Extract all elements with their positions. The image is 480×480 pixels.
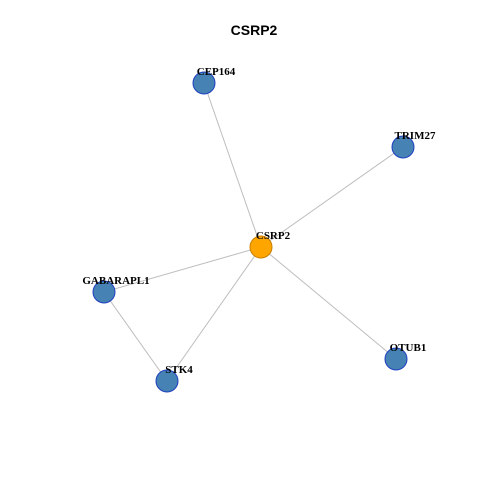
edge-csrp2-trim27 (260, 146, 404, 248)
node-label-cep164: CEP164 (197, 66, 236, 78)
edge-csrp2-stk4 (166, 246, 262, 382)
edge-csrp2-otub1 (260, 246, 397, 360)
edge-layer (103, 82, 404, 382)
graph-title: CSRP2 (231, 22, 278, 38)
node-stk4 (155, 369, 179, 393)
edge-gabarapl1-stk4 (103, 291, 168, 382)
node-csrp2 (249, 235, 273, 259)
node-label-trim27: TRIM27 (395, 130, 436, 142)
node-trim27 (391, 135, 415, 159)
edge-csrp2-cep164 (203, 82, 262, 248)
node-cep164 (192, 71, 216, 95)
node-layer (92, 71, 415, 393)
node-label-csrp2: CSRP2 (256, 230, 291, 242)
node-label-otub1: OTUB1 (390, 342, 427, 354)
edge-csrp2-gabarapl1 (103, 246, 262, 293)
node-otub1 (384, 347, 408, 371)
node-gabarapl1 (92, 280, 116, 304)
node-label-stk4: STK4 (165, 364, 193, 376)
node-label-gabarapl1: GABARAPL1 (82, 275, 149, 287)
